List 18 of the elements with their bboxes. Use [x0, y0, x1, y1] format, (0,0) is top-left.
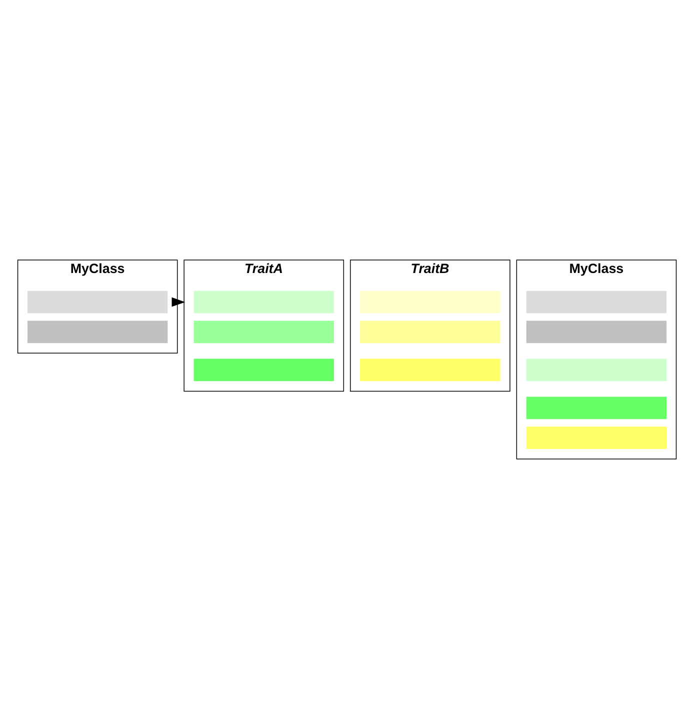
node-bar	[360, 320, 500, 344]
node-bar	[526, 426, 667, 449]
node-bar	[526, 290, 667, 314]
cluster: TraitA	[184, 260, 344, 392]
node-bar	[360, 358, 500, 382]
arrow	[172, 297, 186, 307]
cluster: MyClass	[17, 260, 178, 354]
node-bar	[194, 320, 334, 344]
node-bar	[526, 396, 667, 420]
node-bar	[526, 320, 667, 344]
cluster: MyClass	[516, 260, 677, 460]
node-bar	[194, 358, 334, 382]
node-bar	[27, 320, 168, 344]
cluster: TraitB	[350, 260, 510, 392]
node-bar	[360, 290, 500, 314]
node-bar	[526, 358, 667, 382]
node-bar	[27, 290, 168, 314]
node-bar	[194, 290, 334, 314]
